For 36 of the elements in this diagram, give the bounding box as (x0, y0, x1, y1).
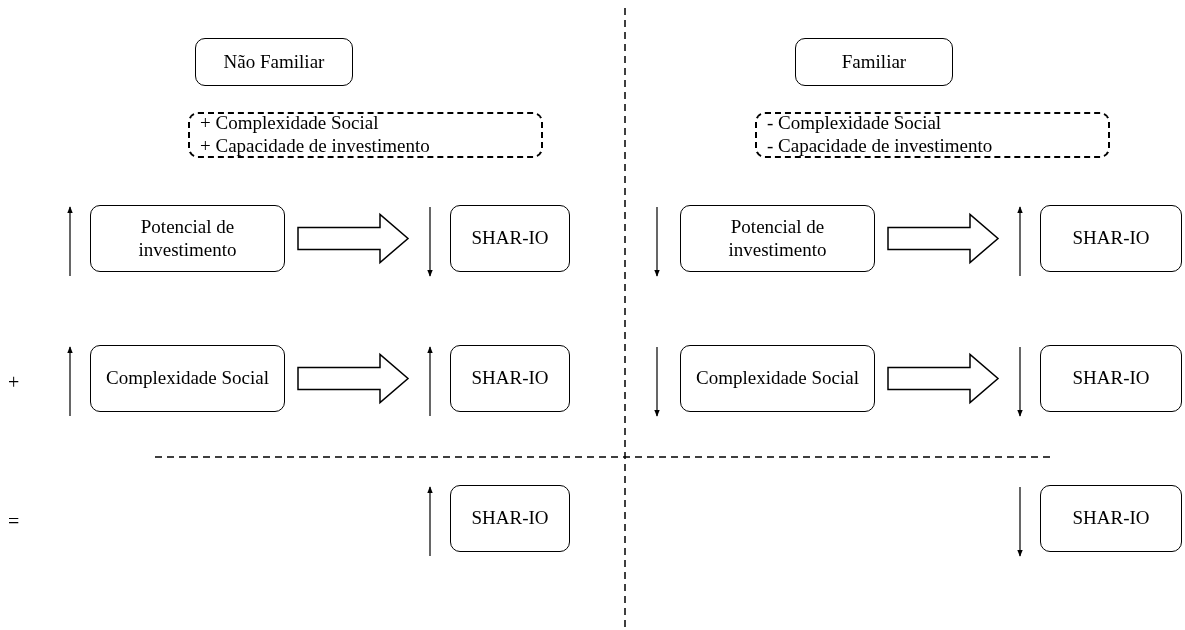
node-text: Potencial de investimento (727, 215, 828, 262)
process-box (1040, 345, 1182, 412)
block-arrow (297, 212, 410, 265)
process-box (795, 38, 953, 86)
node-text: SHAR-IO (471, 367, 549, 390)
node-text: SHAR-IO (471, 507, 549, 530)
node-text: + Complexidade Social (200, 112, 379, 135)
node-text: Não Familiar (223, 50, 325, 74)
process-box (90, 345, 285, 412)
node-text: SHAR-IO (1072, 507, 1150, 530)
node-text: - Capacidade de investimento (767, 135, 993, 158)
node-text: Complexidade Social (695, 367, 860, 390)
operator-sign: = (8, 510, 20, 533)
block-arrow (887, 212, 1000, 265)
node-text: Complexidade Social (105, 367, 270, 390)
node-text: + Capacidade de investimento (200, 135, 430, 158)
block-arrow (297, 352, 410, 405)
node-text: - Complexidade Social (767, 112, 942, 135)
process-box (450, 345, 570, 412)
node-text: SHAR-IO (1072, 227, 1150, 250)
process-box (680, 345, 875, 412)
process-box (1040, 205, 1182, 272)
process-box (195, 38, 353, 86)
operator-sign: + (8, 371, 20, 394)
note-box (188, 112, 543, 158)
node-text: SHAR-IO (471, 227, 549, 250)
node-text: SHAR-IO (1072, 367, 1150, 390)
process-box (450, 205, 570, 272)
note-box (755, 112, 1110, 158)
process-box (1040, 485, 1182, 552)
process-box (680, 205, 875, 272)
node-text: Familiar (841, 50, 907, 74)
node-text: Potencial de investimento (137, 215, 238, 262)
block-arrow (887, 352, 1000, 405)
process-box (450, 485, 570, 552)
process-box (90, 205, 285, 272)
